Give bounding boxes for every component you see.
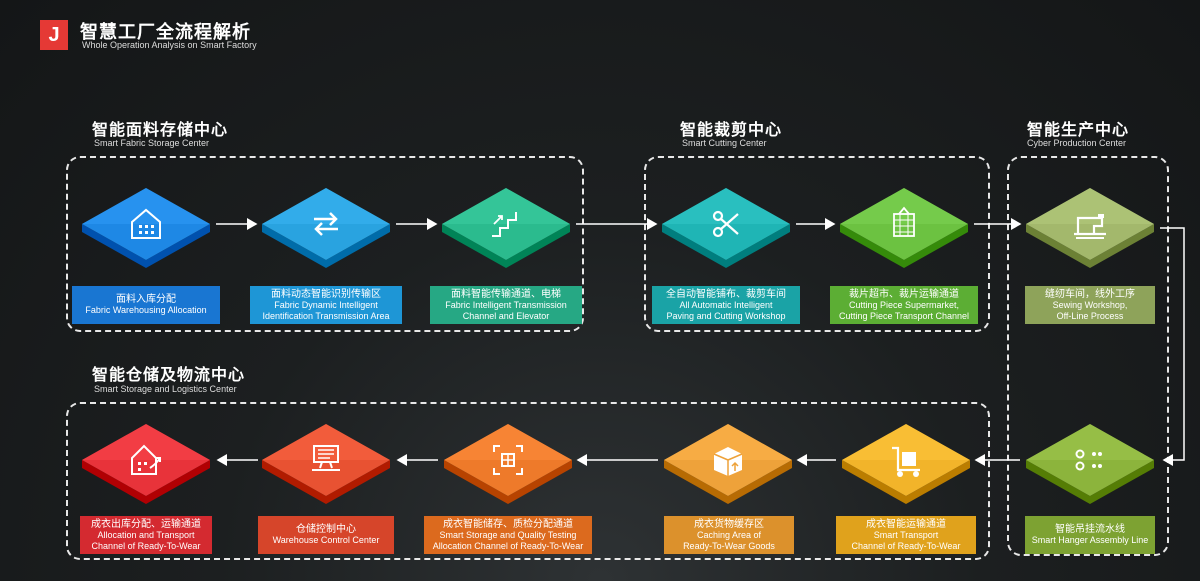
- node-base: [262, 460, 390, 504]
- hanger-line-icon: [1075, 449, 1102, 471]
- hand-truck-icon: [892, 446, 920, 477]
- node-label-en: Caching Area of: [696, 529, 762, 540]
- node-label-en: Channel of Ready-To-Wear: [91, 540, 201, 551]
- node-n11: [262, 424, 390, 504]
- section-subtitle-production: Cyber Production Center: [1027, 138, 1127, 148]
- node-label-en: Identification Transmission Area: [262, 310, 390, 321]
- node-base: [662, 224, 790, 268]
- node-label-en: Smart Hanger Assembly Line: [1031, 535, 1149, 545]
- node-base: [1026, 460, 1154, 504]
- group-box-cutting: [644, 156, 990, 332]
- node-base: [442, 224, 570, 268]
- node-label-zh: 裁片超市、裁片运输通道: [849, 288, 959, 300]
- node-label-en: Paving and Cutting Workshop: [666, 310, 786, 321]
- node-label-zh: 面料动态智能识别传输区: [271, 288, 381, 300]
- node-n7: [1026, 424, 1154, 504]
- node-n6: [1026, 188, 1154, 268]
- page-subtitle: Whole Operation Analysis on Smart Factor…: [82, 40, 257, 50]
- node-n5: [840, 188, 968, 268]
- arrow-n6-n7: [1160, 227, 1185, 466]
- node-label-zh: 成衣智能储存、质检分配通道: [443, 518, 573, 530]
- node-n9: [664, 424, 792, 504]
- node-n2: [262, 188, 390, 268]
- node-label-en: Channel of Ready-To-Wear: [851, 540, 961, 551]
- section-subtitle-cutting: Smart Cutting Center: [682, 138, 767, 148]
- node-label-zh: 智能吊挂流水线: [1055, 524, 1125, 535]
- node-n10: [444, 424, 572, 504]
- section-title-cutting: 智能裁剪中心: [680, 122, 783, 139]
- warehouse-icon: [131, 208, 161, 239]
- node-label-zh: 面料智能传输通道、电梯: [451, 288, 561, 300]
- node-base: [1026, 224, 1154, 268]
- node-base: [444, 460, 572, 504]
- fabric-roll-icon: [893, 206, 915, 237]
- scissors-icon: [712, 210, 739, 238]
- section-subtitle-fabric: Smart Fabric Storage Center: [94, 138, 210, 148]
- node-label-en: Warehouse Control Center: [272, 535, 380, 545]
- node-label-en: Smart Transport: [873, 529, 939, 540]
- node-label-en: Smart Storage and Quality Testing: [439, 529, 577, 540]
- section-title-fabric: 智能面料存储中心: [92, 122, 229, 139]
- node-label-zh: 成衣货物缓存区: [694, 518, 764, 530]
- node-label-zh: 成衣智能运输通道: [866, 518, 946, 530]
- quality-grid-icon: [493, 445, 523, 475]
- brand-logo: J: [40, 20, 68, 50]
- node-n4: [662, 188, 790, 268]
- node-label-en: Off-Line Process: [1056, 310, 1124, 321]
- node-label-zh: 面料入库分配: [116, 294, 176, 305]
- node-base: [262, 224, 390, 268]
- node-n1: [82, 188, 210, 268]
- node-label-en: Cutting Piece Supermarket,: [848, 299, 960, 310]
- section-subtitle-logistics: Smart Storage and Logistics Center: [94, 384, 237, 394]
- node-label-en: Fabric Intelligent Transmission: [445, 299, 567, 310]
- node-base: [82, 460, 210, 504]
- group-box-production: [1007, 156, 1169, 556]
- node-label-en: Cutting Piece Transport Channel: [838, 310, 970, 321]
- node-label-zh: 仓储控制中心: [296, 524, 356, 535]
- node-base: [664, 460, 792, 504]
- control-monitor-icon: [312, 445, 340, 471]
- stairs-icon: [492, 212, 517, 237]
- group-box-logistics: [66, 402, 990, 560]
- node-base: [840, 224, 968, 268]
- transfer-arrows-icon: [314, 212, 338, 236]
- node-label-en: Channel and Elevator: [462, 310, 550, 321]
- node-label-en: Fabric Dynamic Intelligent: [274, 299, 378, 310]
- node-label-zh: 成衣出库分配、运输通道: [91, 518, 201, 530]
- sewing-machine-icon: [1074, 214, 1106, 239]
- node-label-en: Sewing Workshop,: [1052, 299, 1128, 310]
- section-title-production: 智能生产中心: [1027, 122, 1130, 139]
- node-label-zh: 缝纫车间，线外工序: [1045, 288, 1135, 300]
- outbound-building-icon: [131, 444, 161, 475]
- node-n12: [82, 424, 210, 504]
- node-n8: [842, 424, 970, 504]
- node-base: [82, 224, 210, 268]
- node-label-en: Allocation Channel of Ready-To-Wear: [432, 540, 584, 551]
- node-base: [842, 460, 970, 504]
- node-label-en: Ready-To-Wear Goods: [683, 540, 775, 551]
- node-label-en: Fabric Warehousing Allocation: [85, 305, 207, 315]
- node-label-en: Allocation and Transport: [97, 529, 195, 540]
- node-label-zh: 全自动智能铺布、裁剪车间: [666, 288, 786, 300]
- section-title-logistics: 智能仓储及物流中心: [92, 367, 246, 384]
- group-box-fabric: [66, 156, 584, 332]
- page-title: 智慧工厂全流程解析: [80, 22, 251, 42]
- node-n3: [442, 188, 570, 268]
- node-label-en: All Automatic Intelligent: [679, 299, 773, 310]
- box-icon: [713, 447, 743, 476]
